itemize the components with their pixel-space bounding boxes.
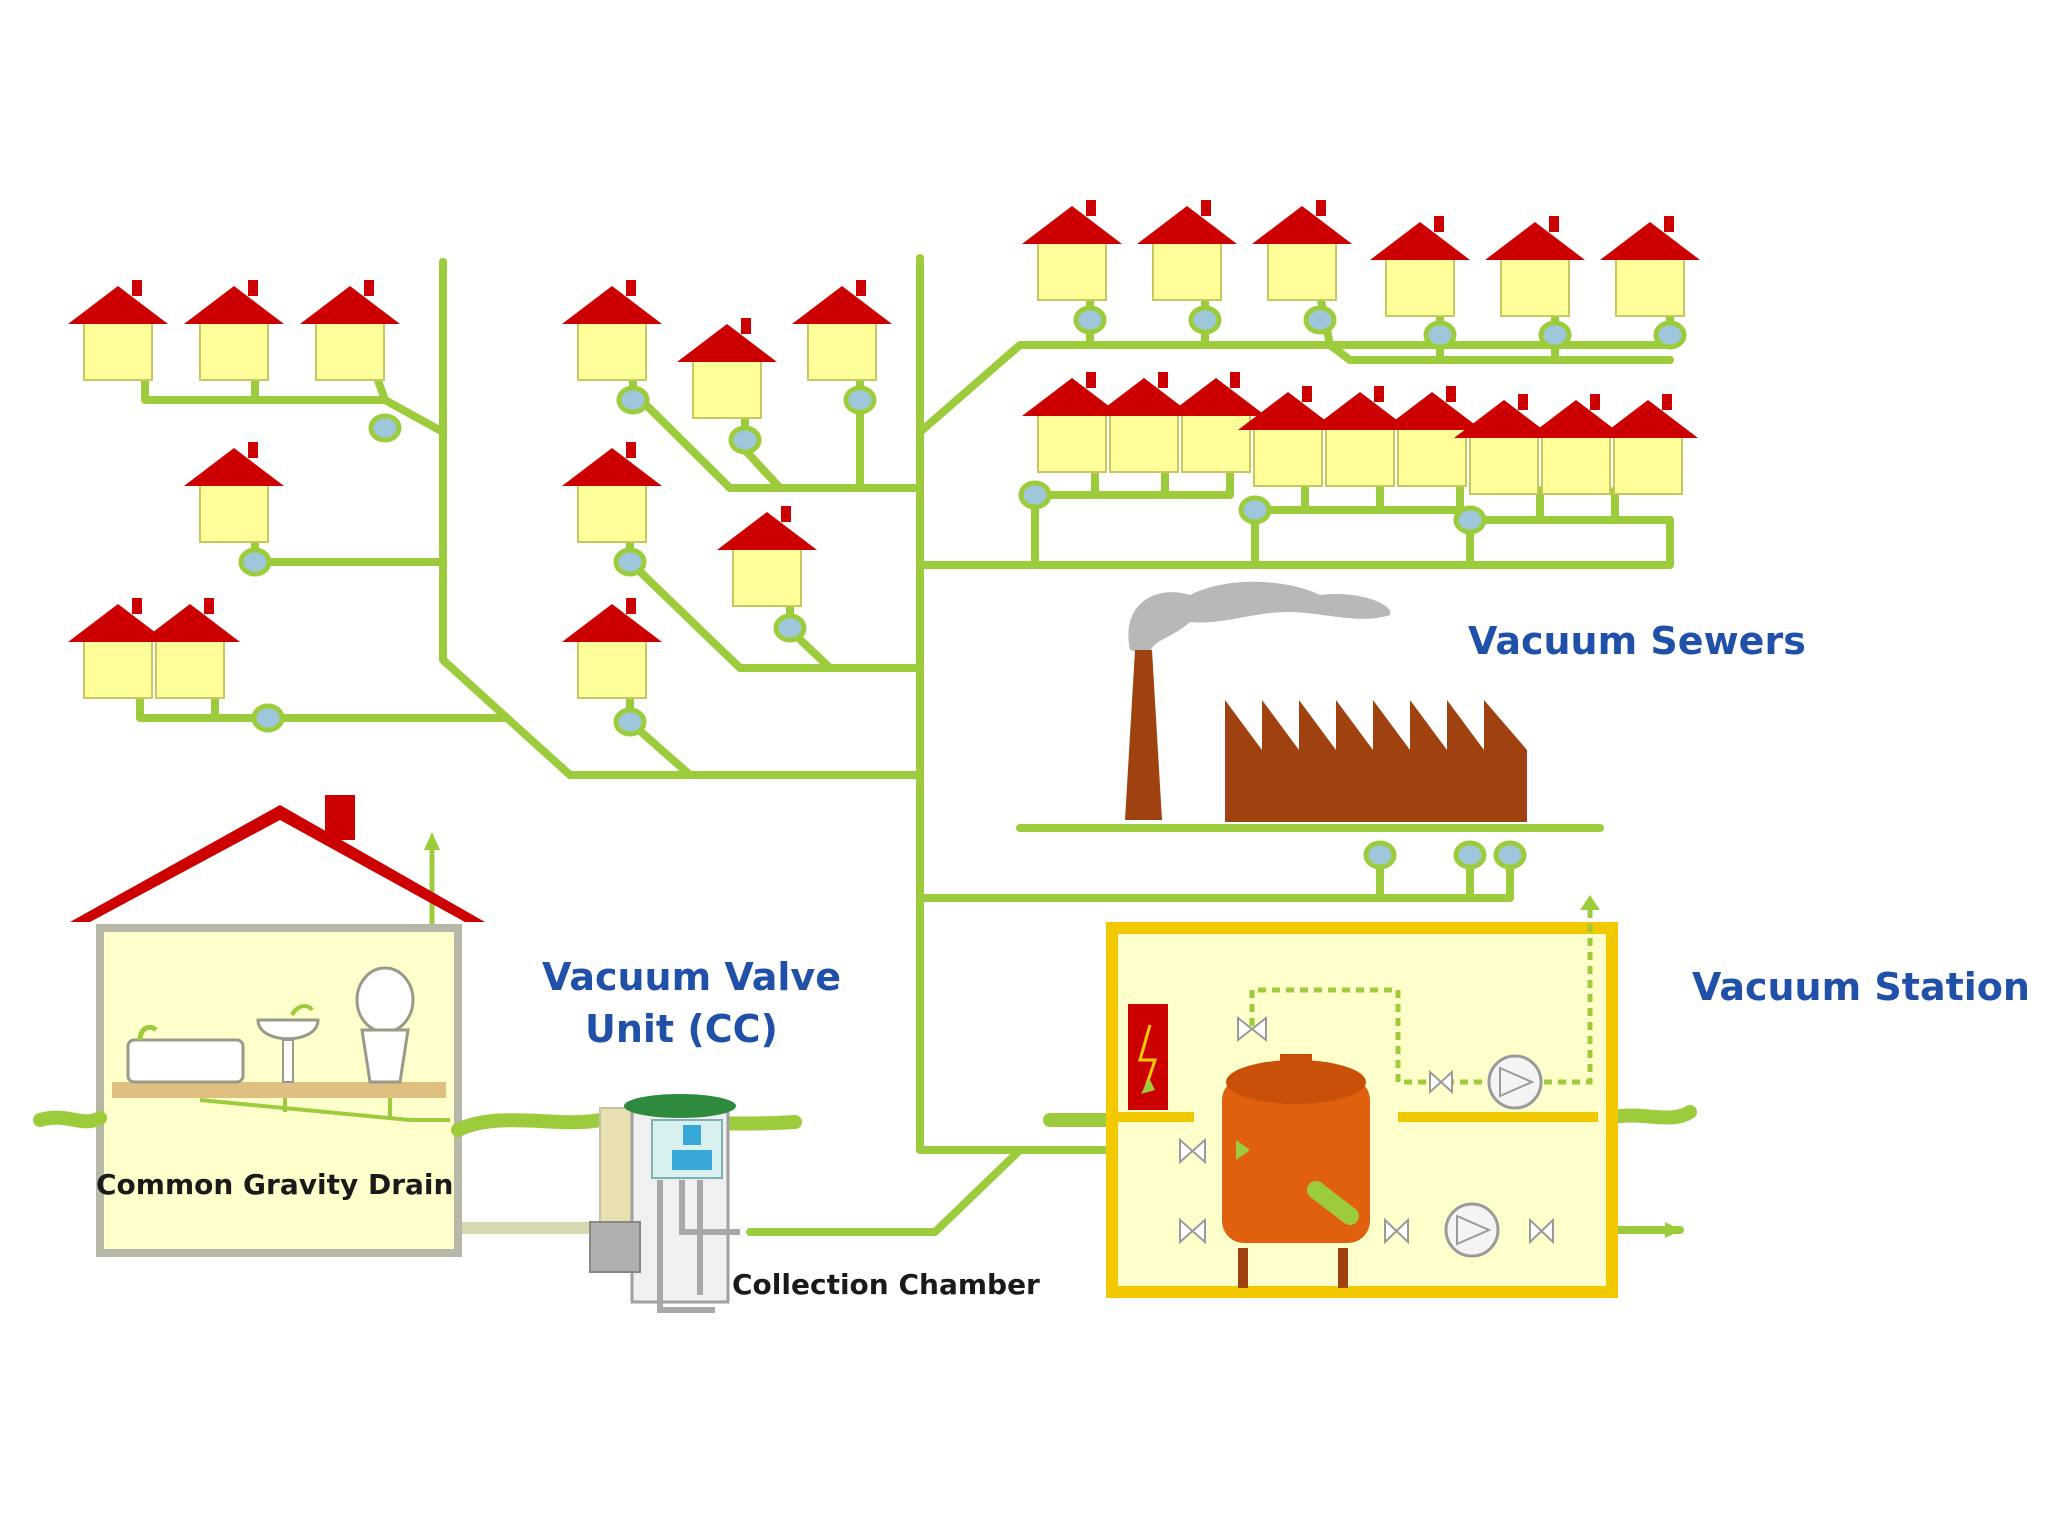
factory — [1125, 581, 1527, 822]
label-common-gravity-drain: Common Gravity Drain — [96, 1168, 453, 1201]
outlet-arrow-icon — [1580, 895, 1600, 910]
sink-icon — [256, 1018, 320, 1041]
factory-roof — [1225, 700, 1527, 750]
house — [1369, 215, 1471, 317]
house — [1021, 199, 1123, 301]
pump-icon — [1444, 1202, 1500, 1258]
house-roof — [70, 805, 485, 922]
valve-icon — [616, 710, 644, 734]
valve-icon — [1076, 308, 1104, 332]
house — [299, 279, 401, 381]
house — [67, 279, 169, 381]
bathtub-icon — [126, 1038, 245, 1084]
valve-icon — [731, 428, 759, 452]
house — [561, 441, 663, 543]
label-vacuum-station: Vacuum Station — [1692, 965, 2030, 1009]
valve-icon — [616, 550, 644, 574]
valve-icon — [1191, 308, 1219, 332]
house — [67, 597, 169, 699]
station-valve-icons — [1179, 1015, 1554, 1245]
smoke — [1128, 581, 1391, 655]
house-cluster-left — [67, 279, 401, 699]
valve-icon — [846, 388, 874, 412]
house — [1599, 215, 1701, 317]
valve-unit-icon — [683, 1125, 701, 1145]
diagram-labels: Vacuum Sewers Vacuum Valve Unit (CC) Vac… — [96, 619, 2030, 1301]
vacuum-tank — [1222, 1054, 1370, 1288]
house — [139, 597, 241, 699]
house — [561, 279, 663, 381]
collection-chamber — [589, 1094, 740, 1313]
house — [716, 505, 818, 607]
house-floor — [112, 1082, 446, 1098]
house — [1136, 199, 1238, 301]
chimney — [1125, 650, 1162, 820]
house-row-terraced — [1021, 371, 1699, 495]
house — [1093, 371, 1195, 473]
house — [1251, 199, 1353, 301]
house — [1021, 371, 1123, 473]
vent-arrow-icon — [424, 832, 440, 850]
label-vacuum-valve-line2: Unit (CC) — [585, 1007, 778, 1051]
house — [1237, 385, 1339, 487]
label-collection-chamber: Collection Chamber — [732, 1268, 1040, 1301]
valve-icon — [1426, 323, 1454, 347]
house-chimney — [325, 795, 355, 840]
house — [1309, 385, 1411, 487]
toilet-icon — [355, 966, 415, 1084]
house — [1525, 393, 1627, 495]
factory-building — [1225, 750, 1527, 822]
house — [1597, 393, 1699, 495]
label-vacuum-sewers: Vacuum Sewers — [1468, 619, 1806, 663]
valve-icon — [371, 416, 399, 440]
house-row-top-right — [1021, 199, 1701, 317]
control-panel-icon — [1128, 1004, 1168, 1110]
vacuum-station — [1106, 895, 1682, 1298]
valve-icon — [1021, 483, 1049, 507]
valve-icon — [241, 550, 269, 574]
inlet-arrow-icon — [1236, 1140, 1250, 1160]
valve-icon — [1456, 843, 1484, 867]
valve-icon — [776, 616, 804, 640]
valve-icon — [1241, 498, 1269, 522]
label-vacuum-valve-line1: Vacuum Valve — [542, 955, 841, 999]
valve-icon — [1456, 508, 1484, 532]
house — [676, 317, 778, 419]
valve-icon — [1306, 308, 1334, 332]
house — [183, 279, 285, 381]
valve-icon — [1366, 843, 1394, 867]
pump-icon — [1487, 1054, 1543, 1110]
valve-icon — [1541, 323, 1569, 347]
detailed-house — [70, 795, 485, 1257]
house — [183, 441, 285, 543]
house — [561, 597, 663, 699]
house — [791, 279, 893, 381]
valve-icon — [619, 388, 647, 412]
house — [1453, 393, 1555, 495]
house — [1484, 215, 1586, 317]
valve-icon — [254, 706, 282, 730]
valve-icon — [1656, 323, 1684, 347]
valve-icon — [1496, 843, 1524, 867]
chamber-lid — [624, 1094, 736, 1118]
discharge-arrow-icon — [1665, 1222, 1682, 1238]
